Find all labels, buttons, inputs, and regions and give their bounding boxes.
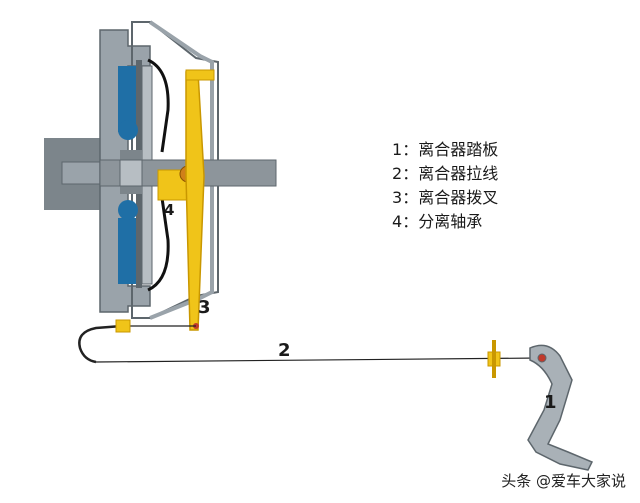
legend-text: 分离轴承 xyxy=(418,212,483,231)
legend-item: 4：分离轴承 xyxy=(392,210,498,234)
friction-lining-upper xyxy=(118,66,136,132)
diaphragm-spring xyxy=(147,58,170,292)
callout-cable: 2 xyxy=(278,340,291,361)
friction-lining-lower xyxy=(118,218,136,284)
clutch-cable xyxy=(95,357,541,363)
clutch-pedal xyxy=(527,344,594,471)
legend-num: 1 xyxy=(392,140,403,159)
callout-bearing: 4 xyxy=(164,201,174,219)
legend-num: 2 xyxy=(392,164,403,183)
legend-num: 4 xyxy=(392,212,403,231)
legend-sep: ： xyxy=(402,140,419,159)
legend-text: 离合器踏板 xyxy=(418,140,499,159)
legend-sep: ： xyxy=(402,188,419,207)
legend: 1：离合器踏板 2：离合器拉线 3：离合器拨叉 4：分离轴承 xyxy=(392,138,498,234)
callout-fork: 3 xyxy=(198,297,211,318)
cable-adjuster-post xyxy=(492,340,496,378)
legend-num: 3 xyxy=(392,188,403,207)
callout-pedal: 1 xyxy=(544,392,557,413)
release-fork xyxy=(185,71,205,331)
damper-spring-lower xyxy=(118,200,138,220)
legend-text: 离合器拨叉 xyxy=(418,188,499,207)
shaft-splines xyxy=(119,159,143,187)
fork-top-bracket xyxy=(185,69,215,81)
pedal-pivot xyxy=(537,353,547,363)
legend-item: 3：离合器拨叉 xyxy=(392,186,498,210)
damper-spring-upper xyxy=(118,120,138,140)
legend-item: 2：离合器拉线 xyxy=(392,162,498,186)
legend-item: 1：离合器踏板 xyxy=(392,138,498,162)
legend-sep: ： xyxy=(402,212,419,231)
legend-text: 离合器拉线 xyxy=(418,164,499,183)
watermark: 头条 @爱车大家说 xyxy=(501,472,626,490)
cable-sheath xyxy=(78,324,123,364)
cable-adjuster-left xyxy=(115,319,131,333)
legend-sep: ： xyxy=(402,164,419,183)
